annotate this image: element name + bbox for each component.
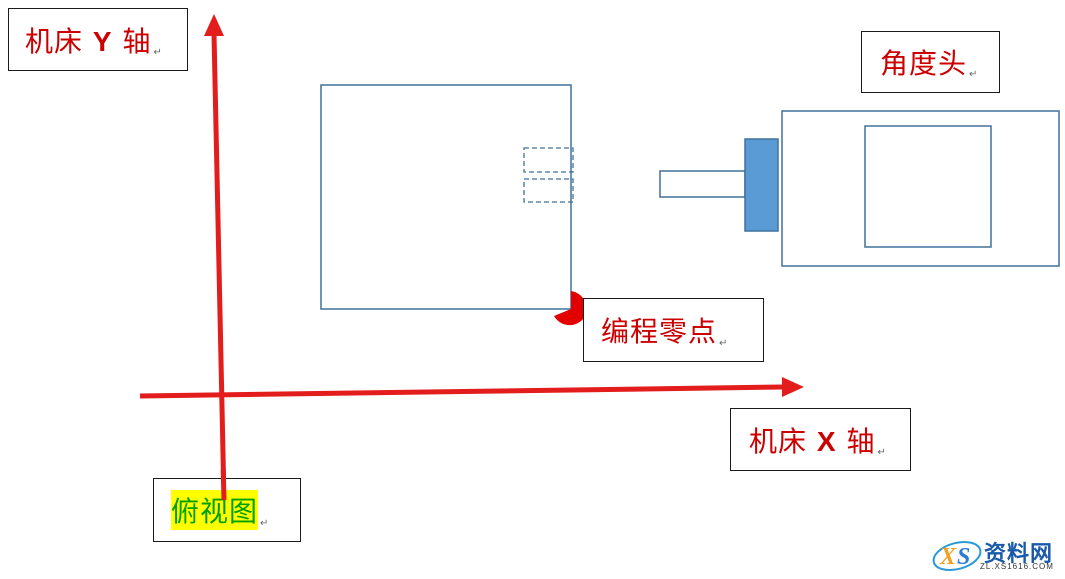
tool-flange [744,138,779,232]
program-zero-label: 编程零点 ↵ [583,298,764,362]
angle-head-body [781,110,1060,267]
x-axis-arrow [139,377,804,399]
top-view-label: 俯视图 ↵ [153,478,301,542]
tool-shank [659,170,746,198]
y-axis-label: 机床 Y 轴 ↵ [8,8,188,71]
dashed-hole-upper [523,147,574,173]
watermark-title: 资料网 [984,542,1054,567]
watermark-subtitle: ZL.XS1616.COM [980,562,1054,571]
program-zero-marker [554,291,587,326]
workpiece-rect [320,84,572,310]
x-axis-label: 机床 X 轴 ↵ [730,408,911,471]
svg-text:X: X [939,544,957,570]
y-axis-arrow [204,14,227,501]
dashed-hole-lower [523,178,574,203]
watermark-logo: X S 资料网 ZL.XS1616.COM [930,534,1060,576]
watermark-xs-icon: X S [932,540,982,572]
svg-text:S: S [957,544,970,570]
angle-head-inner [864,125,992,248]
angle-head-label: 角度头 ↵ [861,31,1000,93]
